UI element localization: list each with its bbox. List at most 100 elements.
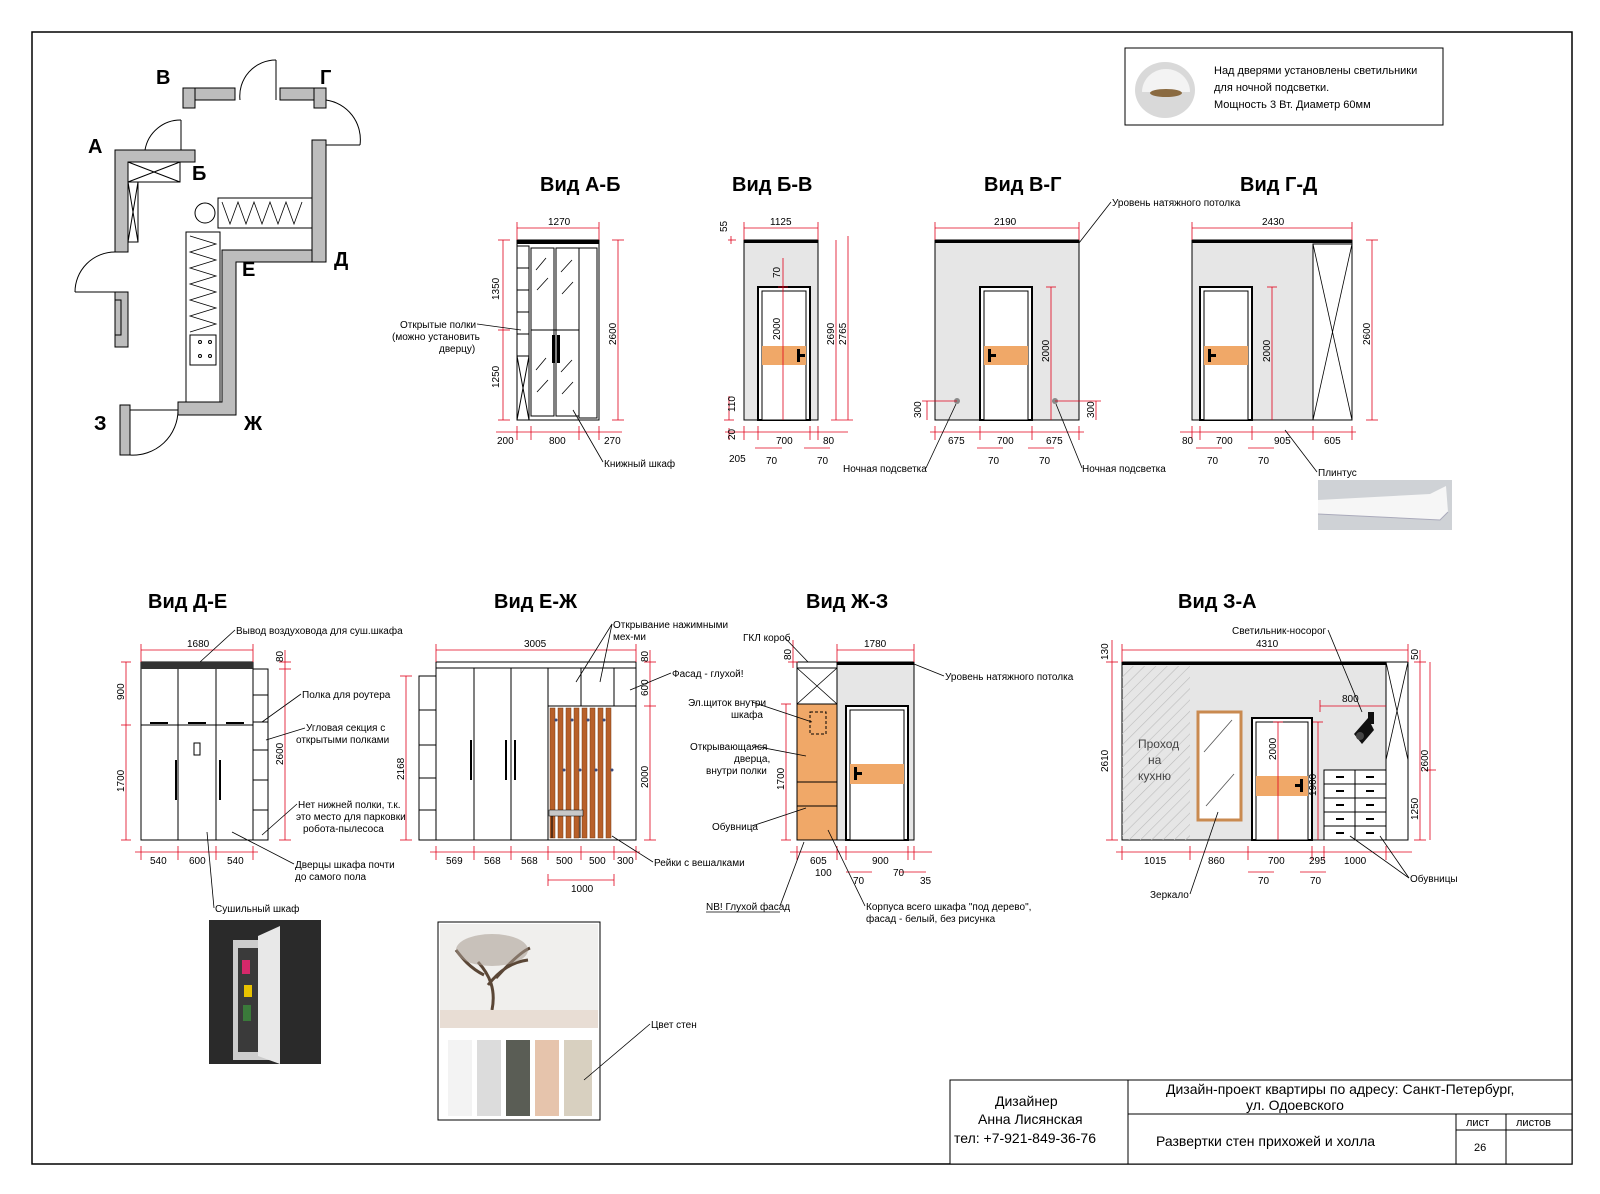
svg-text:675: 675 [1046, 436, 1063, 447]
view-z-a: Вид З-А Проход на кухню [1100, 591, 1458, 901]
svg-text:Д: Д [334, 249, 348, 271]
svg-text:Вывод воздуховода для суш.шкаф: Вывод воздуховода для суш.шкафа [236, 625, 403, 637]
svg-text:Открывающаяся: Открывающаяся [690, 742, 767, 753]
svg-text:Проход: Проход [1138, 737, 1179, 751]
svg-text:300: 300 [913, 401, 924, 418]
svg-text:Обувницы: Обувницы [1410, 873, 1458, 885]
svg-text:Угловая секция с: Угловая секция с [306, 723, 385, 734]
svg-text:Над дверями установлены светил: Над дверями установлены светильники [1214, 65, 1417, 77]
lamp-note: Над дверями установлены светильники для … [1124, 47, 1444, 126]
view-v-g: Вид В-Г 2190 2000 300 300 675 700 675 70… [843, 174, 1241, 475]
designer-phone: тел: +7-921-849-36-76 [954, 1130, 1096, 1146]
svg-text:NB! Глухой фасад: NB! Глухой фасад [706, 901, 790, 913]
svg-text:605: 605 [810, 856, 827, 867]
svg-text:70: 70 [1039, 456, 1051, 467]
svg-text:Ж: Ж [243, 413, 263, 435]
svg-text:35: 35 [920, 876, 932, 887]
svg-text:Г: Г [320, 67, 331, 89]
svg-text:2430: 2430 [1262, 217, 1285, 228]
svg-text:робота-пылесоса: робота-пылесоса [303, 823, 384, 835]
svg-text:Ночная подсветка: Ночная подсветка [1082, 464, 1166, 475]
svg-text:Уровень натяжного потолка: Уровень натяжного потолка [945, 672, 1074, 683]
svg-text:2765: 2765 [838, 322, 849, 345]
svg-text:675: 675 [948, 436, 965, 447]
svg-text:2600: 2600 [275, 742, 286, 765]
sheet-title: Развертки стен прихожей и холла [1156, 1133, 1375, 1149]
svg-text:дверцу): дверцу) [439, 344, 475, 355]
view-v-g-title: Вид В-Г [984, 174, 1061, 196]
svg-text:1270: 1270 [548, 217, 571, 228]
svg-text:1350: 1350 [491, 277, 502, 300]
svg-text:1900: 1900 [1308, 773, 1319, 796]
svg-text:А: А [88, 136, 102, 158]
svg-text:2168: 2168 [396, 757, 407, 780]
svg-text:700: 700 [776, 436, 793, 447]
svg-text:Книжный шкаф: Книжный шкаф [604, 458, 675, 470]
svg-text:шкафа: шкафа [731, 709, 763, 721]
svg-text:1000: 1000 [571, 884, 594, 895]
svg-text:дверца,: дверца, [734, 754, 770, 765]
svg-text:270: 270 [604, 436, 621, 447]
svg-text:1000: 1000 [1344, 856, 1367, 867]
view-a-b: Вид А-Б 1270 1350 1250 2600 200 800 [392, 174, 675, 470]
svg-text:2000: 2000 [1041, 339, 1052, 362]
svg-text:Е: Е [242, 259, 255, 281]
svg-text:800: 800 [1342, 694, 1359, 705]
designer-label: Дизайнер [995, 1093, 1058, 1109]
designer-name: Анна Лисянская [978, 1111, 1083, 1127]
svg-text:Мощность 3 Вт. Диаметр 60мм: Мощность 3 Вт. Диаметр 60мм [1214, 99, 1371, 111]
svg-text:568: 568 [521, 856, 538, 867]
svg-text:Зеркало: Зеркало [1150, 890, 1189, 901]
svg-text:700: 700 [997, 436, 1014, 447]
svg-text:на: на [1148, 753, 1162, 767]
svg-text:700: 700 [1268, 856, 1285, 867]
svg-text:70: 70 [817, 456, 829, 467]
svg-text:Нет нижней полки, т.к.: Нет нижней полки, т.к. [298, 800, 401, 811]
svg-text:1700: 1700 [116, 769, 127, 792]
svg-text:80: 80 [275, 650, 286, 662]
sheets-label: листов [1516, 1117, 1551, 1129]
svg-text:2600: 2600 [1420, 749, 1431, 772]
project-address: Дизайн-проект квартиры по адресу: Санкт-… [1166, 1081, 1514, 1097]
svg-text:1780: 1780 [864, 639, 887, 650]
plan-letters: А Б В Г Д Е Ж З [88, 67, 348, 435]
svg-text:568: 568 [484, 856, 501, 867]
svg-text:569: 569 [446, 856, 463, 867]
svg-text:2610: 2610 [1100, 749, 1111, 772]
svg-text:Светильник-носорог: Светильник-носорог [1232, 626, 1327, 637]
svg-text:открытыми полками: открытыми полками [296, 735, 389, 746]
svg-text:130: 130 [1100, 643, 1111, 660]
svg-text:300: 300 [1086, 401, 1097, 418]
wall-color-card [437, 921, 601, 1121]
svg-text:Полка для роутера: Полка для роутера [302, 690, 391, 701]
sheet-frame [31, 31, 1573, 1165]
svg-text:кухню: кухню [1138, 769, 1171, 783]
svg-text:2690: 2690 [826, 322, 837, 345]
svg-text:1125: 1125 [770, 217, 792, 228]
view-d-e: Вид Д-Е 1680 900 1700 80 2600 540 600 54… [116, 591, 406, 1064]
rhino-lamp [1354, 712, 1374, 744]
svg-text:ГКЛ короб: ГКЛ короб [743, 632, 791, 644]
swatch-1 [448, 1040, 472, 1116]
swatch-3 [506, 1040, 530, 1116]
svg-text:70: 70 [1258, 876, 1270, 887]
svg-text:до самого пола: до самого пола [295, 872, 367, 883]
view-e-zh: Вид Е-Ж 3005 2168 80 600 20 [396, 591, 745, 1121]
svg-text:2000: 2000 [772, 317, 783, 340]
svg-text:2000: 2000 [1268, 737, 1279, 760]
svg-text:100: 100 [815, 868, 832, 879]
svg-text:внутри полки: внутри полки [706, 766, 767, 777]
svg-text:фасад - белый, без рисунка: фасад - белый, без рисунка [866, 913, 996, 925]
svg-text:900: 900 [116, 683, 127, 700]
svg-text:70: 70 [766, 456, 778, 467]
svg-text:это место для парковки: это место для парковки [296, 812, 406, 823]
plinth-image [1317, 480, 1452, 530]
svg-text:860: 860 [1208, 856, 1225, 867]
svg-text:2190: 2190 [994, 217, 1017, 228]
svg-text:70: 70 [893, 868, 905, 879]
view-zh-z: Вид Ж-З 1780 80 1700 605 900 100 70 70 3… [688, 591, 1074, 925]
svg-text:2000: 2000 [640, 765, 651, 788]
svg-text:300: 300 [617, 856, 634, 867]
svg-text:Фасад - глухой!: Фасад - глухой! [672, 669, 744, 680]
svg-text:80: 80 [783, 648, 794, 660]
